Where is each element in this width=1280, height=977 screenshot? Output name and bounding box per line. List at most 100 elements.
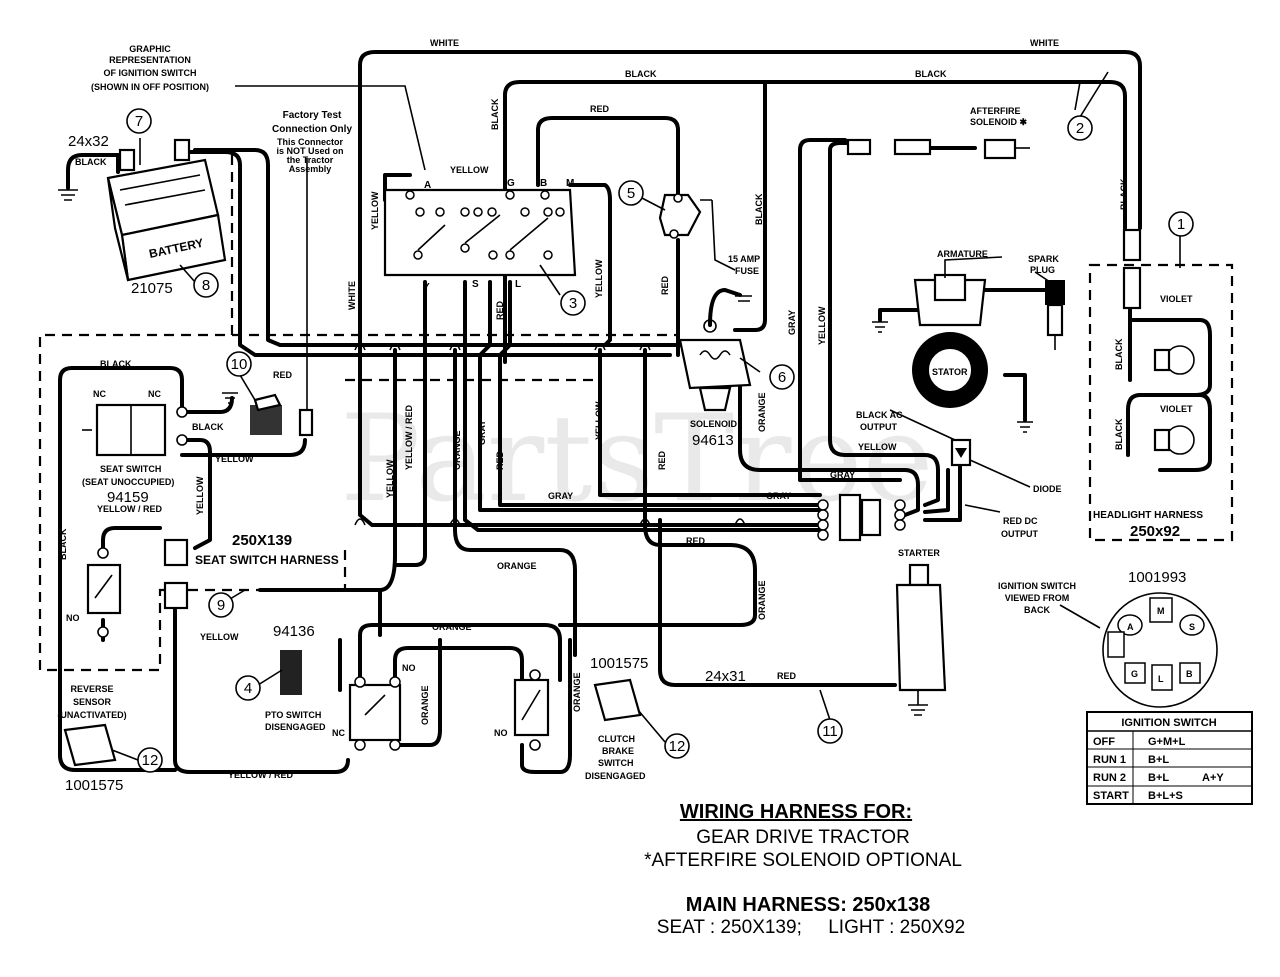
callout-12-clutch: 12 [669,738,686,755]
terminal-s: S [472,279,479,290]
wire-label: RED [495,300,505,320]
solenoid-icon [678,288,752,412]
armature-label: ARMATURE [937,249,988,259]
ign-terminal: S [1189,622,1195,632]
clutch-label: CLUTCH [598,734,635,744]
factory-test-title: Connection Only [272,124,352,135]
reverse-label: REVERSE [70,684,113,694]
wire-label: BLACK [754,193,764,225]
wire-label: BLACK [1114,418,1124,450]
callout-5: 5 [627,185,635,202]
wire-label: BLACK [915,69,947,79]
graphic-rep-line: OF IGNITION SWITCH [104,68,197,78]
wire-label: VIOLET [1160,404,1193,414]
footer-line2: *AFTERFIRE SOLENOID OPTIONAL [644,850,962,871]
wire-label: ORANGE [497,561,537,571]
seat-nc-label: NC [148,389,161,399]
wire-label: YELLOW / RED [97,504,163,514]
seat-nc-label: NC [93,389,106,399]
wire-label: WHITE [1030,38,1059,48]
callout-9: 9 [217,597,225,614]
wire-label: YELLOW [370,191,380,230]
headlight-harness-number: 250x92 [1130,523,1180,540]
wire-label: YELLOW [858,442,897,452]
wire-label: YELLOW [215,454,254,464]
black-ac-label: BLACK AC [856,410,903,420]
callout-6: 6 [778,369,786,386]
wire-label: RED [686,536,706,546]
solenoid-number: 94613 [692,432,734,449]
wire-label: YELLOW [817,306,827,345]
reverse-number: 1001575 [65,777,123,794]
clutch-number: 1001575 [590,655,648,672]
ground-icon-stator [1017,421,1033,433]
wire-label: VIOLET [1160,294,1193,304]
wire-label: YELLOW [594,259,604,298]
ign-terminal: A [1127,622,1134,632]
diode-icon [950,438,972,467]
spark-plug-label: SPARK [1028,254,1059,264]
wire-label: YELLOW [195,476,205,515]
wire-label: ORANGE [757,392,767,432]
seat-switch-label: SEAT SWITCH [100,464,161,474]
ignition-table-pos: OFF [1093,736,1115,748]
nc-label: NC [332,728,345,738]
clutch-label: DISENGAGED [585,771,646,781]
reverse-switch-icon [86,547,122,638]
ign-terminal: G [1131,669,1138,679]
pto-label: PTO SWITCH [265,710,321,720]
battery-part-number: 24x32 [68,133,109,150]
battery-icon: BATTERY [106,138,227,282]
headlight-bulbs-icon [1122,228,1195,455]
wire-label: RED [657,450,667,470]
graphic-rep-line: (SHOWN IN OFF POSITION) [91,82,209,92]
callout-8: 8 [202,277,210,294]
ignition-switch-back-icon [1059,592,1218,708]
black-ac-label: OUTPUT [860,422,898,432]
component-labels: GRAPHIC REPRESENTATION OF IGNITION SWITC… [57,44,1203,794]
wire-label: RED [777,671,797,681]
ground-icon-battery [58,189,78,201]
ignition-back-label: VIEWED FROM [1005,593,1070,603]
wire-label: YELLOW [594,401,604,440]
spark-plug-icon [1045,280,1065,350]
graphic-rep-line: REPRESENTATION [109,55,191,65]
seat-harness-label: SEAT SWITCH HARNESS [195,553,339,567]
connector-pair-icon [846,138,932,156]
wire-label: BLACK [1114,338,1124,370]
wire-label: RED [273,370,293,380]
red-dc-label: OUTPUT [1001,529,1039,539]
solenoid-label: SOLENOID [690,419,738,429]
callout-7: 7 [135,113,143,130]
wire-label: RED [590,104,610,114]
stator-label: STATOR [932,367,968,377]
ignition-table-conn: B+L [1148,772,1169,784]
headlight-harness-outline [1088,263,1234,542]
callout-11: 11 [822,723,838,740]
seat-switch-number: 94159 [107,489,149,506]
terminal-b: B [540,178,547,189]
footer-main: MAIN HARNESS: 250x138 [686,894,931,916]
pto-label: DISENGAGED [265,722,326,732]
terminal-g: G [507,178,515,189]
ignition-table-title: IGNITION SWITCH [1121,717,1216,729]
fuse-label: FUSE [735,266,759,276]
wire-label: ORANGE [432,622,472,632]
main-connector-icon [817,493,906,542]
ignition-table-pos: START [1093,790,1129,802]
wire-label: BLACK [490,98,500,130]
ignition-table-conn: B+L+S [1148,790,1183,802]
terminal-l: L [515,279,521,290]
terminal-a: A [424,180,431,191]
callout-4: 4 [244,680,252,697]
wire-label: GRAY [830,470,855,480]
wire-label: ORANGE [452,430,462,470]
fuse-label: 15 AMP [728,254,760,264]
wire-label: GRAY [548,491,573,501]
wire-label: YELLOW [450,165,489,175]
starter-label: STARTER [898,548,940,558]
wire-label: YELLOW [385,459,395,498]
callout-2: 2 [1076,120,1084,137]
starter-cable-number: 24x31 [705,668,746,685]
factory-note: is NOT Used on [276,146,343,156]
